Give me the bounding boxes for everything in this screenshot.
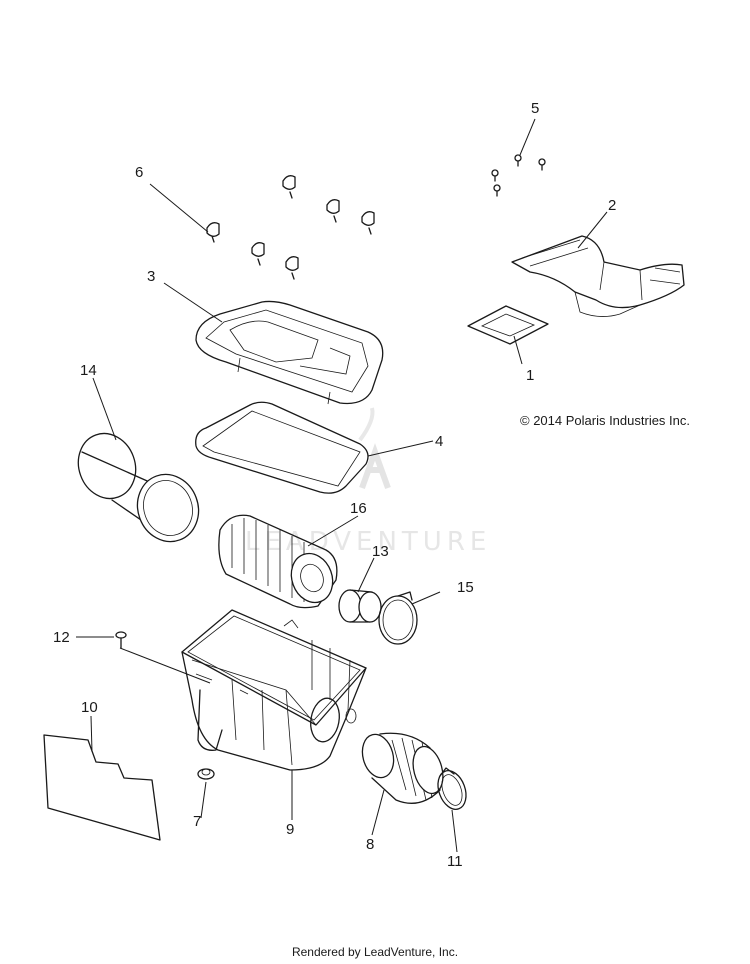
airbox-screw-part [115,631,127,649]
airbox-base-part [181,609,367,771]
callout-4: 4 [435,433,443,450]
duct-gasket-part [467,305,549,345]
leader-lines [76,118,608,853]
callout-6: 6 [135,164,143,181]
callout-16: 16 [350,500,367,517]
callout-2: 2 [608,197,616,214]
coupler-sleeve-part [338,589,382,623]
air-filter-part [218,514,338,609]
intake-duct-part [511,235,685,317]
clips-part [206,175,375,280]
callout-labels: 1 2 3 4 5 6 7 8 9 10 11 12 13 14 15 16 [53,100,616,870]
callout-5: 5 [531,100,539,117]
callout-10: 10 [81,699,98,716]
intake-boot-part [361,732,444,804]
callout-3: 3 [147,268,155,285]
shield-panel-part [43,734,161,841]
hose-clamp-small-part [437,767,467,810]
callout-13: 13 [372,543,389,560]
screws-part [491,154,546,197]
prefilter-part [77,432,200,543]
callout-12: 12 [53,629,70,646]
airbox-cover-part [195,300,384,405]
callout-11: 11 [447,853,463,870]
watermark-text: LEADVENTURE [245,527,491,557]
hose-clamp-large-part [378,591,418,645]
copyright-notice: © 2014 Polaris Industries Inc. [520,413,690,428]
callout-8: 8 [366,836,374,853]
drain-plug-part [197,768,215,780]
callout-1: 1 [526,367,534,384]
callout-9: 9 [286,821,294,838]
callout-15: 15 [457,579,474,596]
airbox-seal-part [195,401,369,494]
callout-14: 14 [80,362,97,379]
watermark-logo [358,407,391,490]
render-credit: Rendered by LeadVenture, Inc. [291,945,459,959]
callout-7: 7 [193,813,201,830]
